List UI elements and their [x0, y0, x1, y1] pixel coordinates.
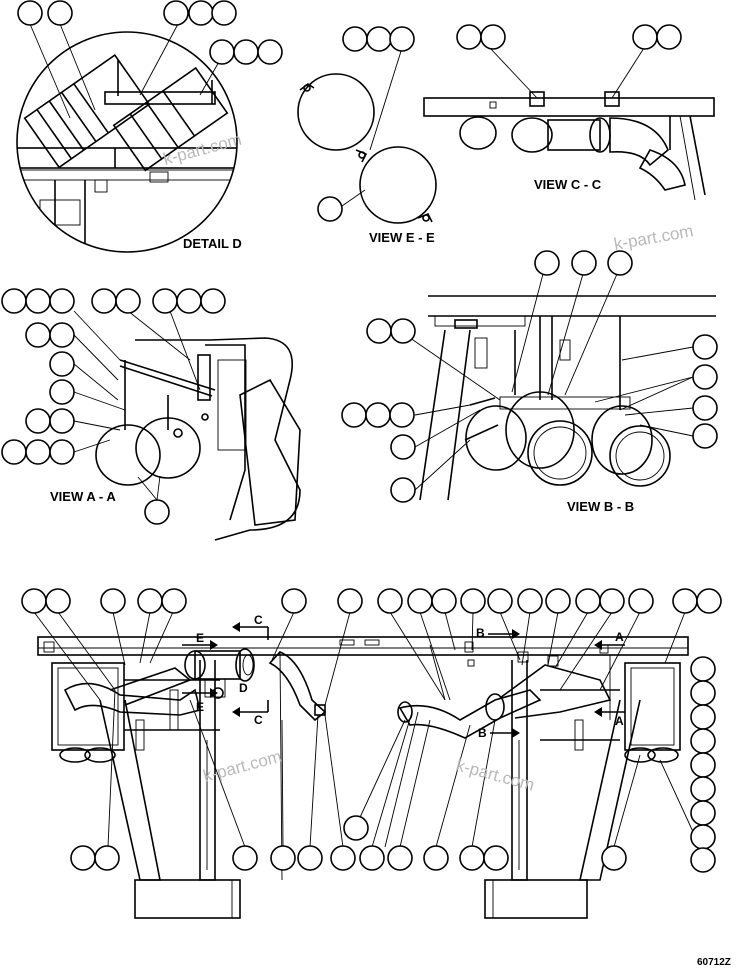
section-mark-c-bottom: C	[232, 700, 269, 727]
view-b-b-label: VIEW B - B	[567, 499, 634, 514]
view-c-c: VIEW C - C	[423, 24, 715, 201]
watermark-2: k-part.com	[612, 221, 694, 254]
section-letter-d: D	[239, 681, 248, 695]
callout-lines-view-a	[73, 310, 201, 453]
watermark-1: k-part.com	[161, 130, 243, 169]
callout-bubbles-view-c	[456, 24, 682, 50]
callout-bubbles-view-e	[317, 26, 415, 222]
detail-d: DETAIL D	[16, 0, 283, 253]
callout-bubbles-detail-d	[17, 0, 283, 65]
view-b-b: VIEW B - B	[341, 250, 718, 514]
callout-lines-view-b	[399, 273, 694, 491]
watermark-4: k-part.com	[454, 756, 536, 795]
section-letter-b-bottom: B	[478, 726, 487, 740]
section-mark-a-top: A	[594, 630, 625, 650]
section-letter-b-top: B	[476, 626, 485, 640]
view-e-e-label: VIEW E - E	[369, 230, 435, 245]
callout-bubbles-main-right-column	[690, 656, 716, 873]
callout-bubbles-main-top	[21, 588, 722, 614]
callout-bubbles-main-bottom	[70, 815, 627, 871]
main-assembly: C C E E D B B	[21, 588, 722, 919]
section-letter-a-top: A	[615, 630, 624, 644]
detail-d-label: DETAIL D	[183, 236, 242, 251]
section-letter-e-bottom: E	[196, 700, 204, 714]
section-letter-c-top: C	[254, 613, 263, 627]
view-a-a: VIEW A - A	[1, 288, 301, 541]
view-c-c-label: VIEW C - C	[534, 177, 602, 192]
callout-bubbles-view-a	[1, 288, 226, 525]
section-letter-c-bottom: C	[254, 713, 263, 727]
view-e-e: VIEW E - E	[297, 26, 437, 245]
section-mark-b-top: B	[476, 626, 520, 640]
section-mark-b-bottom: B	[478, 726, 520, 740]
callout-bubbles-view-b	[341, 250, 718, 503]
section-mark-c-top: C	[232, 613, 269, 640]
section-mark-e-top: E	[182, 631, 218, 650]
view-a-a-label: VIEW A - A	[50, 489, 116, 504]
drawing-number: 60712Z	[697, 957, 731, 968]
watermark-3: k-part.com	[201, 747, 283, 786]
callout-lines-main	[33, 611, 701, 848]
section-mark-a-bottom: A	[594, 707, 625, 728]
section-mark-e-bottom: E	[182, 688, 218, 714]
section-letter-e-top: E	[196, 631, 204, 645]
section-letter-a-bottom: A	[615, 714, 624, 728]
